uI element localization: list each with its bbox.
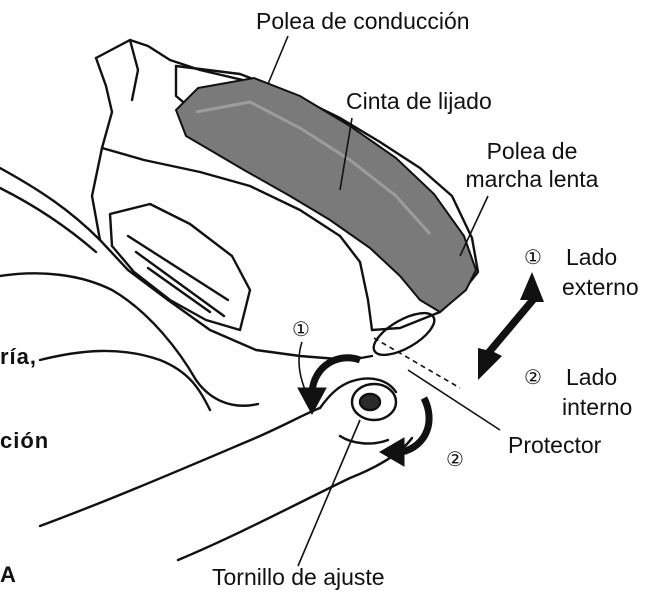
rotation-arrow-head (297, 387, 327, 416)
marker-2: ② (446, 447, 464, 471)
right-hand (38, 406, 322, 528)
leader-protector (407, 369, 501, 431)
leader-tornillo (297, 419, 361, 567)
cropped-text-line2: ción (0, 428, 50, 453)
label-polea-marcha-lenta-line2: marcha lenta (465, 166, 599, 192)
adjusting-knob-cap (358, 392, 382, 412)
label-lado-interno-line2: interno (562, 394, 633, 420)
sanding-belt-highlight (195, 100, 432, 236)
motor-grill (108, 202, 252, 332)
cropped-text-line3: A (0, 562, 17, 587)
right-hand-finger (318, 377, 398, 410)
left-hand (0, 272, 260, 407)
dashed-guide (373, 337, 461, 389)
label-lado-externo-line2: externo (562, 274, 639, 300)
label-polea-marcha-lenta-line1: Polea de (486, 138, 578, 164)
marker-1-guide (298, 341, 307, 393)
rotation-arrow-icon (400, 396, 433, 456)
power-cord (0, 166, 102, 242)
rotation-arrow-icon (308, 354, 362, 393)
leader-polea-marcha-lenta (459, 195, 489, 257)
double-arrow-icon (478, 272, 544, 380)
right-hand-thumb (338, 434, 390, 445)
marker-1: ① (292, 317, 310, 341)
label-tornillo-ajuste: Tornillo de ajuste (212, 564, 385, 590)
label-polea-conduccion: Polea de conducción (256, 8, 470, 34)
lado-externo-number: ① (524, 245, 542, 269)
lado-interno-number: ② (524, 365, 542, 389)
sander-body-side (100, 146, 374, 332)
label-protector: Protector (508, 432, 602, 458)
grill-slot (134, 250, 226, 318)
sander-handle (94, 56, 114, 150)
label-cinta-lijado: Cinta de lijado (346, 88, 492, 114)
label-lado-externo-line1: Lado (566, 244, 618, 270)
leader-cinta-lijado (339, 117, 353, 191)
leader-polea-conduccion (267, 35, 289, 85)
rotation-arrow-head (379, 437, 405, 467)
power-cord (0, 186, 98, 254)
grill-slot (126, 234, 230, 302)
label-lado-interno-line1: Lado (566, 364, 618, 390)
cropped-text-line1: ría, (0, 344, 38, 369)
left-hand (38, 349, 212, 412)
grill-slot (146, 266, 212, 314)
sanding-belt (174, 76, 478, 314)
sander-handle-inner (128, 38, 140, 102)
idle-pulley (372, 311, 436, 357)
sander-body (90, 146, 374, 362)
